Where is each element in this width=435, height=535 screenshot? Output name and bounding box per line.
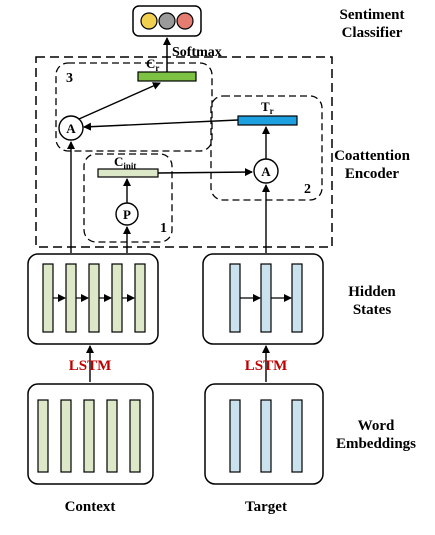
region-1-box [83,153,173,243]
context-word-embeddings [27,383,154,485]
attention-node-target-label: A [261,164,271,179]
output-circle-gray [158,12,176,30]
hidden-states-label-line1: Hidden [348,284,396,300]
cr-vector [137,71,197,82]
region-1-number: 1 [160,221,167,236]
coattention-encoder-label-line1: Coattention [334,148,410,164]
lstm-label-context: LSTM [69,358,112,374]
sentiment-classifier-label-line2: Classifier [342,25,403,41]
region-3-number: 3 [66,71,73,86]
region-3-box [55,62,213,152]
target-hidden-states [202,253,324,345]
cr-label: Cr [146,56,159,73]
cinit-label: Cinit [114,154,136,171]
context-label: Context [65,499,116,515]
lstm-label-target: LSTM [245,358,288,374]
coattention-encoder-label-line2: Encoder [345,166,400,182]
target-word-embeddings [204,383,324,485]
sentiment-classifier-output [132,5,202,37]
context-hidden-states [27,253,159,345]
word-embeddings-label-line1: Word [358,418,395,434]
output-circle-red [176,12,194,30]
region-2-number: 2 [304,182,311,197]
arrow-cinit-to-attention [157,168,253,177]
attention-node-context-label: A [66,121,76,136]
tr-label: Tr [261,99,274,116]
arrow-tr-to-attention [83,119,239,131]
word-embeddings-label-line2: Embeddings [336,436,416,452]
coattention-encoder-box [35,56,333,248]
sentiment-classifier-label-line1: Sentiment [340,7,405,23]
hidden-states-label-line2: States [353,302,391,318]
pooling-node-label: P [123,207,131,222]
output-circle-yellow [140,12,158,30]
attention-node-context [58,115,84,141]
tr-vector [237,115,298,126]
target-label: Target [245,499,287,515]
arrow-attention-to-cr [78,82,161,120]
